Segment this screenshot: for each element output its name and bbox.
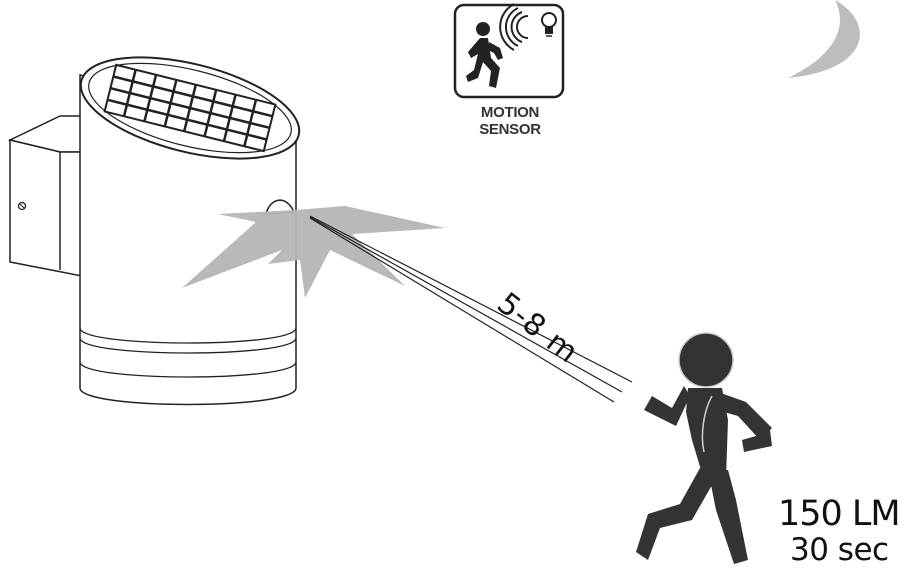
light-bulb-icon (541, 12, 557, 37)
motion-sensor-label: MOTION SENSOR (448, 104, 572, 138)
detection-burst (182, 206, 445, 298)
moon-icon (788, 0, 860, 78)
detection-beams (309, 215, 633, 403)
running-person-icon (636, 332, 772, 564)
person-arm-highlight (701, 395, 713, 453)
wall-bracket (7, 115, 83, 277)
brightness-label: 150 LM (778, 494, 901, 534)
screw-icon (17, 201, 27, 211)
motion-sensor-label-line1: MOTION (480, 104, 540, 121)
motion-sensor-icon (453, 3, 565, 99)
duration-label: 30 sec (790, 532, 889, 568)
motion-sensor-label-line2: SENSOR (479, 121, 541, 138)
solar-panel (103, 63, 277, 153)
